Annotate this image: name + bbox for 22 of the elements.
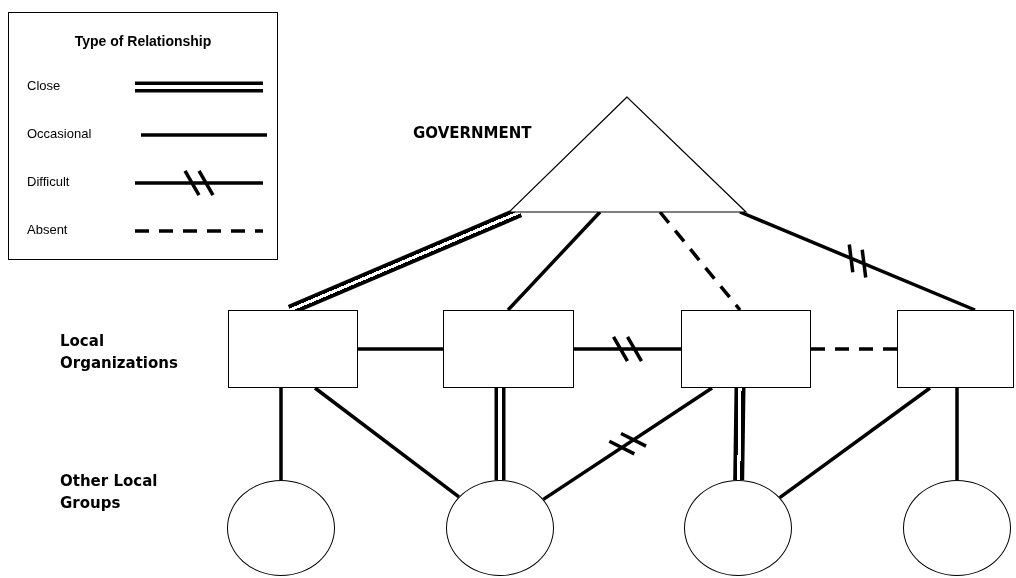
empty-box <box>681 310 811 388</box>
empty-box <box>897 310 1014 388</box>
connector-line <box>358 347 443 351</box>
connector-line <box>279 388 283 480</box>
legend-label: Close <box>27 78 61 93</box>
row-label: Local Organizations <box>60 331 179 374</box>
connector-line <box>313 386 460 499</box>
dashed-line <box>811 347 897 351</box>
legend-label: Absent <box>27 222 68 237</box>
crossed-line <box>572 335 683 363</box>
legend-label: Difficult <box>27 174 70 189</box>
empty-box <box>228 310 358 388</box>
double-line <box>733 387 746 481</box>
crossed-line <box>541 386 714 502</box>
legend-title: Type of Relationship <box>73 33 213 49</box>
connector-line <box>778 386 932 499</box>
legend-label: Occasional <box>27 126 92 141</box>
node-label: GOVERNMENT <box>413 124 532 142</box>
connector-line <box>955 388 959 480</box>
row-label: Other Local Groups <box>60 471 159 514</box>
double-line <box>494 388 506 480</box>
empty-box <box>443 310 574 388</box>
